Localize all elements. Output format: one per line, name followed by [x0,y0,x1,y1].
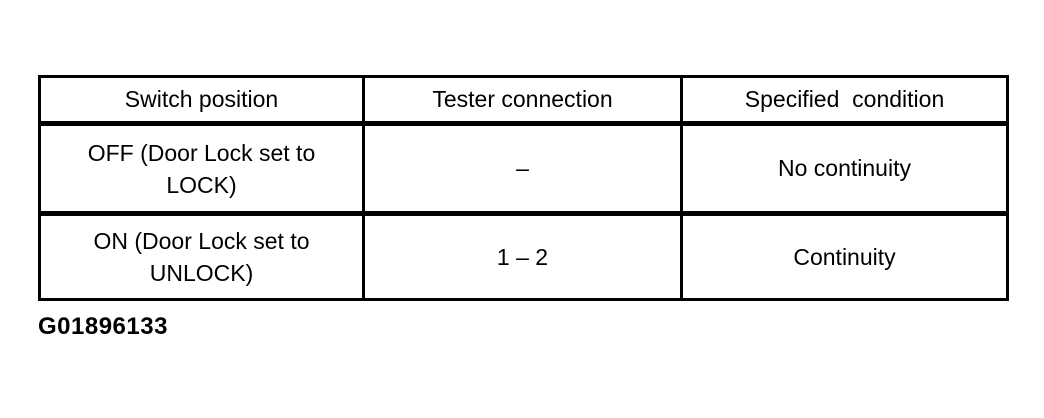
cell-tester-connection-on: 1 – 2 [362,212,683,301]
table-row-on: ON (Door Lock set to UNLOCK) 1 – 2 Conti… [38,212,1009,301]
cell-switch-position-off: OFF (Door Lock set to LOCK) [38,122,365,216]
cell-switch-position-on-text: ON (Door Lock set to UNLOCK) [93,228,310,286]
cell-specified-condition-on: Continuity [680,212,1009,301]
figure-label: G01896133 [38,313,168,340]
cell-tester-connection-off: – [362,122,683,216]
col-header-switch-position: Switch position [38,75,365,126]
cell-switch-position-off-text: OFF (Door Lock set to LOCK) [87,139,316,198]
col-header-specified-condition: Specified condition [680,75,1009,126]
table-row-off: OFF (Door Lock set to LOCK) – No continu… [38,122,1009,216]
header-row: Switch position Tester connection Specif… [38,75,1009,126]
cell-specified-condition-off: No continuity [680,122,1009,216]
continuity-spec-table: Switch position Tester connection Specif… [38,75,1009,301]
cell-switch-position-on: ON (Door Lock set to UNLOCK) [38,212,365,301]
col-header-tester-connection: Tester connection [362,75,683,126]
